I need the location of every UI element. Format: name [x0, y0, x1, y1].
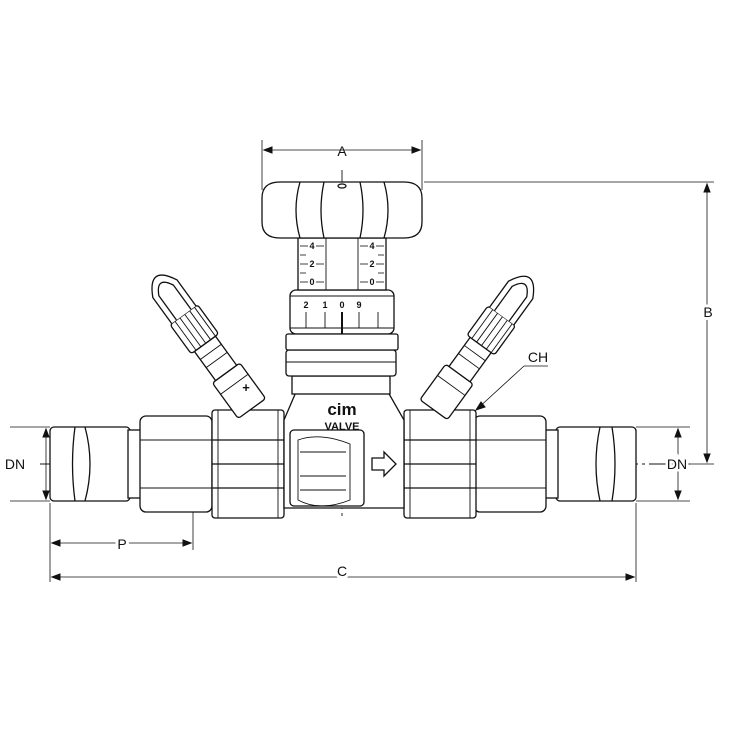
left-mark-2: 2	[309, 259, 314, 269]
right-mark-0: 0	[369, 277, 374, 287]
right-hex-nut	[403, 409, 477, 519]
valve-body	[283, 391, 405, 509]
dimension-b-label: B	[703, 304, 712, 320]
bonnet	[285, 349, 397, 395]
dimension-dn-left: DN	[5, 426, 50, 502]
dial-number-9: 9	[356, 300, 361, 310]
dimension-p-label: P	[117, 536, 126, 552]
dial-number-2: 2	[303, 300, 308, 310]
right-test-point	[420, 275, 535, 420]
dimension-dn-left-label: DN	[5, 456, 25, 472]
left-test-point	[151, 274, 266, 418]
minus-port-mark: +	[242, 380, 250, 395]
dimension-a-label: A	[337, 143, 347, 159]
preset-dial: 2 1 0 9	[285, 289, 399, 351]
brand-logo: cim VALVE	[324, 400, 359, 433]
right-mark-4: 4	[369, 241, 374, 251]
brand-logo-text: cim	[327, 400, 356, 419]
left-mark-0: 0	[309, 277, 314, 287]
dimension-a: A	[261, 140, 423, 190]
handwheel	[261, 181, 423, 239]
dimension-b: B	[424, 181, 716, 465]
dimension-c-label: C	[337, 563, 347, 579]
right-mark-2: 2	[369, 259, 374, 269]
left-scale-marks: 4 2 0	[300, 241, 324, 287]
left-press-fitting	[49, 415, 213, 513]
dimension-p: P	[49, 503, 194, 582]
dimension-ch: CH	[474, 349, 548, 411]
right-scale-marks: 4 2 0	[360, 241, 384, 287]
brand-name-text: VALVE	[324, 421, 359, 433]
flow-direction-arrow	[371, 450, 397, 478]
dimension-dn-right-label: DN	[667, 456, 687, 472]
dial-number-0: 0	[339, 300, 344, 310]
dimension-c: C	[50, 503, 637, 582]
left-mark-4: 4	[309, 241, 314, 251]
right-press-fitting	[473, 415, 637, 513]
dial-number-1: 1	[322, 300, 327, 310]
spindle-scale: 4 2 0 4 2 0	[297, 237, 387, 291]
left-hex-nut	[211, 409, 285, 519]
dimension-dn-right: DN	[636, 426, 690, 502]
dimension-ch-label: CH	[528, 349, 548, 365]
